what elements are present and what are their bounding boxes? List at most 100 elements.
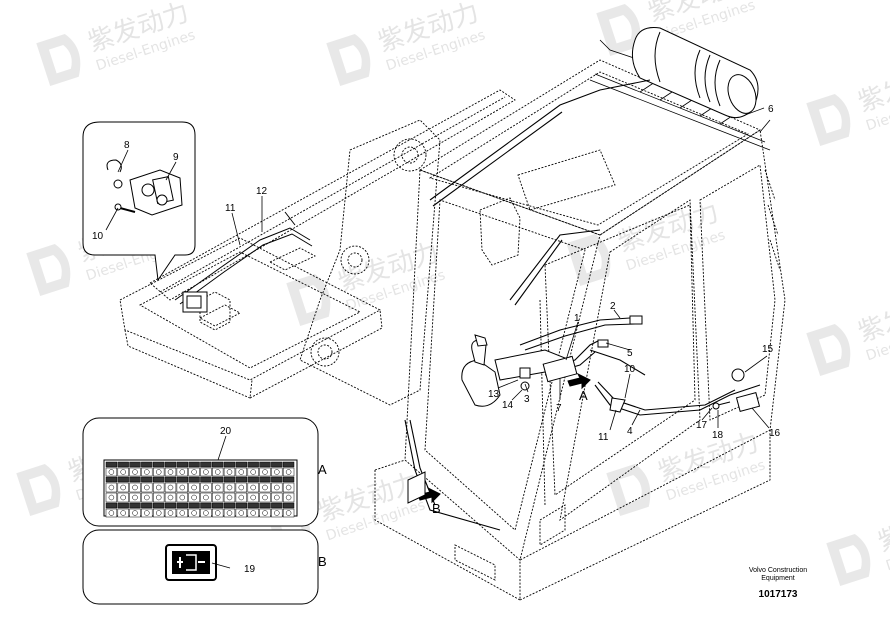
decal-cell xyxy=(105,476,118,483)
decal-cell xyxy=(259,508,271,518)
decal-symbol-icon xyxy=(167,469,174,475)
decal-cell xyxy=(212,482,224,493)
decal-symbol-icon xyxy=(285,510,292,516)
decal-cell xyxy=(105,502,118,509)
decal-symbol-icon xyxy=(274,510,280,516)
decal-symbol-icon xyxy=(274,494,280,501)
decal-cell xyxy=(176,467,188,477)
decal-symbol-icon xyxy=(144,510,150,516)
decal-cell xyxy=(259,482,271,493)
decal-panel-A xyxy=(82,417,319,527)
decal-cell xyxy=(129,482,141,493)
callout-2: 2 xyxy=(610,301,616,312)
decal-cell xyxy=(153,467,165,477)
decal-symbol-icon xyxy=(203,484,209,491)
decal-symbol-icon xyxy=(274,469,280,475)
decal-cell xyxy=(141,508,153,518)
decal-cell xyxy=(129,461,141,468)
decal-cell xyxy=(176,482,188,493)
decal-symbol-icon xyxy=(132,484,138,491)
decal-symbol-icon xyxy=(250,469,256,475)
decal-symbol-icon xyxy=(108,484,115,491)
decal-cell xyxy=(259,461,271,468)
credit-company: Volvo Construction Equipment xyxy=(733,567,823,583)
decal-cell xyxy=(235,467,247,477)
decal-symbol-icon xyxy=(191,484,197,491)
decal-cell xyxy=(188,492,200,503)
decal-cell xyxy=(271,508,283,518)
decal-cell xyxy=(235,508,247,518)
callout-10: 10 xyxy=(624,364,636,375)
callout-16: 15 xyxy=(762,344,774,355)
callout-3: 3 xyxy=(524,394,530,405)
watermark-brand-cn: 紫发动力 xyxy=(854,288,890,349)
decal-cell xyxy=(212,476,224,483)
decal-cell xyxy=(247,508,259,518)
callout-15: 14 xyxy=(502,400,514,411)
decal-symbol-icon xyxy=(203,510,209,516)
decal-cell xyxy=(188,461,200,468)
watermark-logo-icon xyxy=(806,93,851,147)
decal-cell xyxy=(188,476,200,483)
credit-line-2: Equipment xyxy=(761,575,795,582)
decal-cell xyxy=(282,461,295,468)
watermark-brand-cn: 紫发动力 xyxy=(854,58,890,119)
decal-symbol-icon xyxy=(144,494,150,501)
decal-cell xyxy=(105,461,118,468)
view-letter-B-cab: B xyxy=(432,501,441,516)
decal-cell xyxy=(164,502,177,509)
decal-symbol-icon xyxy=(238,494,245,501)
decal-cell xyxy=(176,492,188,503)
watermark-logo-icon xyxy=(286,273,331,327)
decal-cell xyxy=(188,508,200,518)
callout-21: 20 xyxy=(220,426,232,437)
decal-symbol-icon xyxy=(179,494,186,501)
decal-symbol-icon xyxy=(238,510,245,516)
watermark-brand-cn: 紫发动力 xyxy=(874,498,890,559)
watermark-logo-icon xyxy=(16,463,61,517)
watermark-logo-icon xyxy=(826,533,871,587)
decal-cell xyxy=(176,502,188,509)
watermark-logo-icon xyxy=(596,3,641,57)
decal-cell xyxy=(235,461,247,468)
decal-cell xyxy=(153,502,165,509)
decal-cell xyxy=(282,508,295,518)
decal-cell xyxy=(259,476,271,483)
decal-symbol-icon xyxy=(226,469,233,475)
decal-symbol-icon xyxy=(191,469,197,475)
air-cleaner xyxy=(631,27,759,119)
decal-cell xyxy=(223,482,236,493)
decal-cell xyxy=(164,492,177,503)
decal-cell xyxy=(235,492,247,503)
decal-symbol-icon xyxy=(214,469,221,475)
decal-cell xyxy=(235,476,247,483)
decal-cell xyxy=(117,508,129,518)
decal-cell xyxy=(282,502,295,509)
decal-symbol-icon xyxy=(155,469,162,475)
decal-cell xyxy=(188,482,200,493)
decal-symbol-icon xyxy=(108,494,115,501)
decal-cell xyxy=(259,467,271,477)
decal-cell xyxy=(153,461,165,468)
decal-symbol-icon xyxy=(132,494,138,501)
callout-20: 19 xyxy=(244,564,256,575)
decal-symbol-icon xyxy=(262,494,268,501)
decal-symbol-icon xyxy=(226,494,233,501)
decal-symbol-icon xyxy=(120,510,126,516)
callout-5: 5 xyxy=(627,348,633,359)
decal-cell xyxy=(200,482,212,493)
decal-cell xyxy=(176,476,188,483)
decal-cell xyxy=(164,508,177,518)
decal-cell xyxy=(117,467,129,477)
upper-frame xyxy=(119,89,516,406)
decal-symbol-icon xyxy=(120,469,126,475)
decal-symbol-icon xyxy=(203,469,209,475)
leader-lines xyxy=(105,107,770,569)
decal-symbol-icon xyxy=(250,484,256,491)
decal-cell xyxy=(212,461,224,468)
decal-cell xyxy=(153,508,165,518)
decal-cell xyxy=(141,467,153,477)
decal-cell xyxy=(271,492,283,503)
